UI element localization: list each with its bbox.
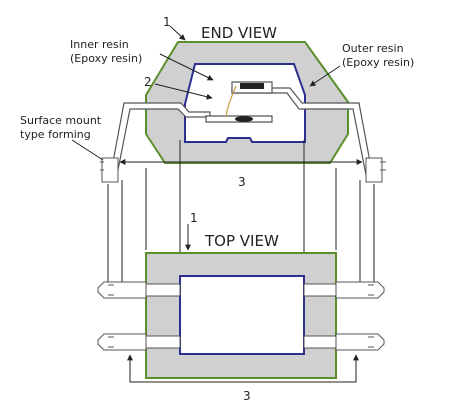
- end-view-bond-wire: [225, 85, 237, 117]
- top-view-title: TOP VIEW: [204, 232, 279, 250]
- end-view-foot-left: [100, 157, 119, 183]
- end-view-lower-chip: [235, 116, 253, 122]
- callout-1-end-leader: [169, 25, 186, 41]
- end-view: 1 END VIEW Inner resin (Epoxy resin) Out…: [20, 15, 414, 189]
- outer-resin-leader: [309, 65, 341, 87]
- end-view-foot-right: [365, 157, 386, 183]
- top-view-callout-3: 3: [243, 389, 251, 403]
- surface-mount-label-1: Surface mount: [20, 114, 102, 127]
- inner-resin-label-2: (Epoxy resin): [70, 52, 142, 65]
- end-view-callout-3: 3: [238, 175, 246, 189]
- top-view-callout-1: 1: [190, 211, 198, 225]
- inner-resin-label-1: Inner resin: [70, 38, 129, 51]
- top-view-lead-left-upper: [97, 281, 181, 299]
- end-view-title: END VIEW: [201, 24, 277, 42]
- surface-mount-leader: [71, 139, 104, 161]
- outer-resin-label-2: (Epoxy resin): [342, 56, 414, 69]
- top-view-lead-left-lower: [97, 333, 181, 351]
- end-view-inner-resin: [184, 63, 306, 143]
- top-view: 1 TOP VIEW 3: [97, 211, 385, 403]
- surface-mount-label-2: type forming: [20, 128, 91, 141]
- end-view-callout-2: 2: [144, 75, 152, 89]
- end-view-chip: [240, 83, 264, 89]
- callout-2-leader: [154, 83, 213, 100]
- end-view-callout-1: 1: [163, 15, 171, 29]
- inner-resin-leader: [159, 53, 214, 81]
- top-view-dimension-3: [127, 354, 359, 383]
- outer-resin-label-1: Outer resin: [342, 42, 404, 55]
- top-view-inner-resin: [179, 275, 305, 355]
- top-view-lead-right-lower: [303, 333, 385, 351]
- top-view-lead-right-upper: [303, 281, 385, 299]
